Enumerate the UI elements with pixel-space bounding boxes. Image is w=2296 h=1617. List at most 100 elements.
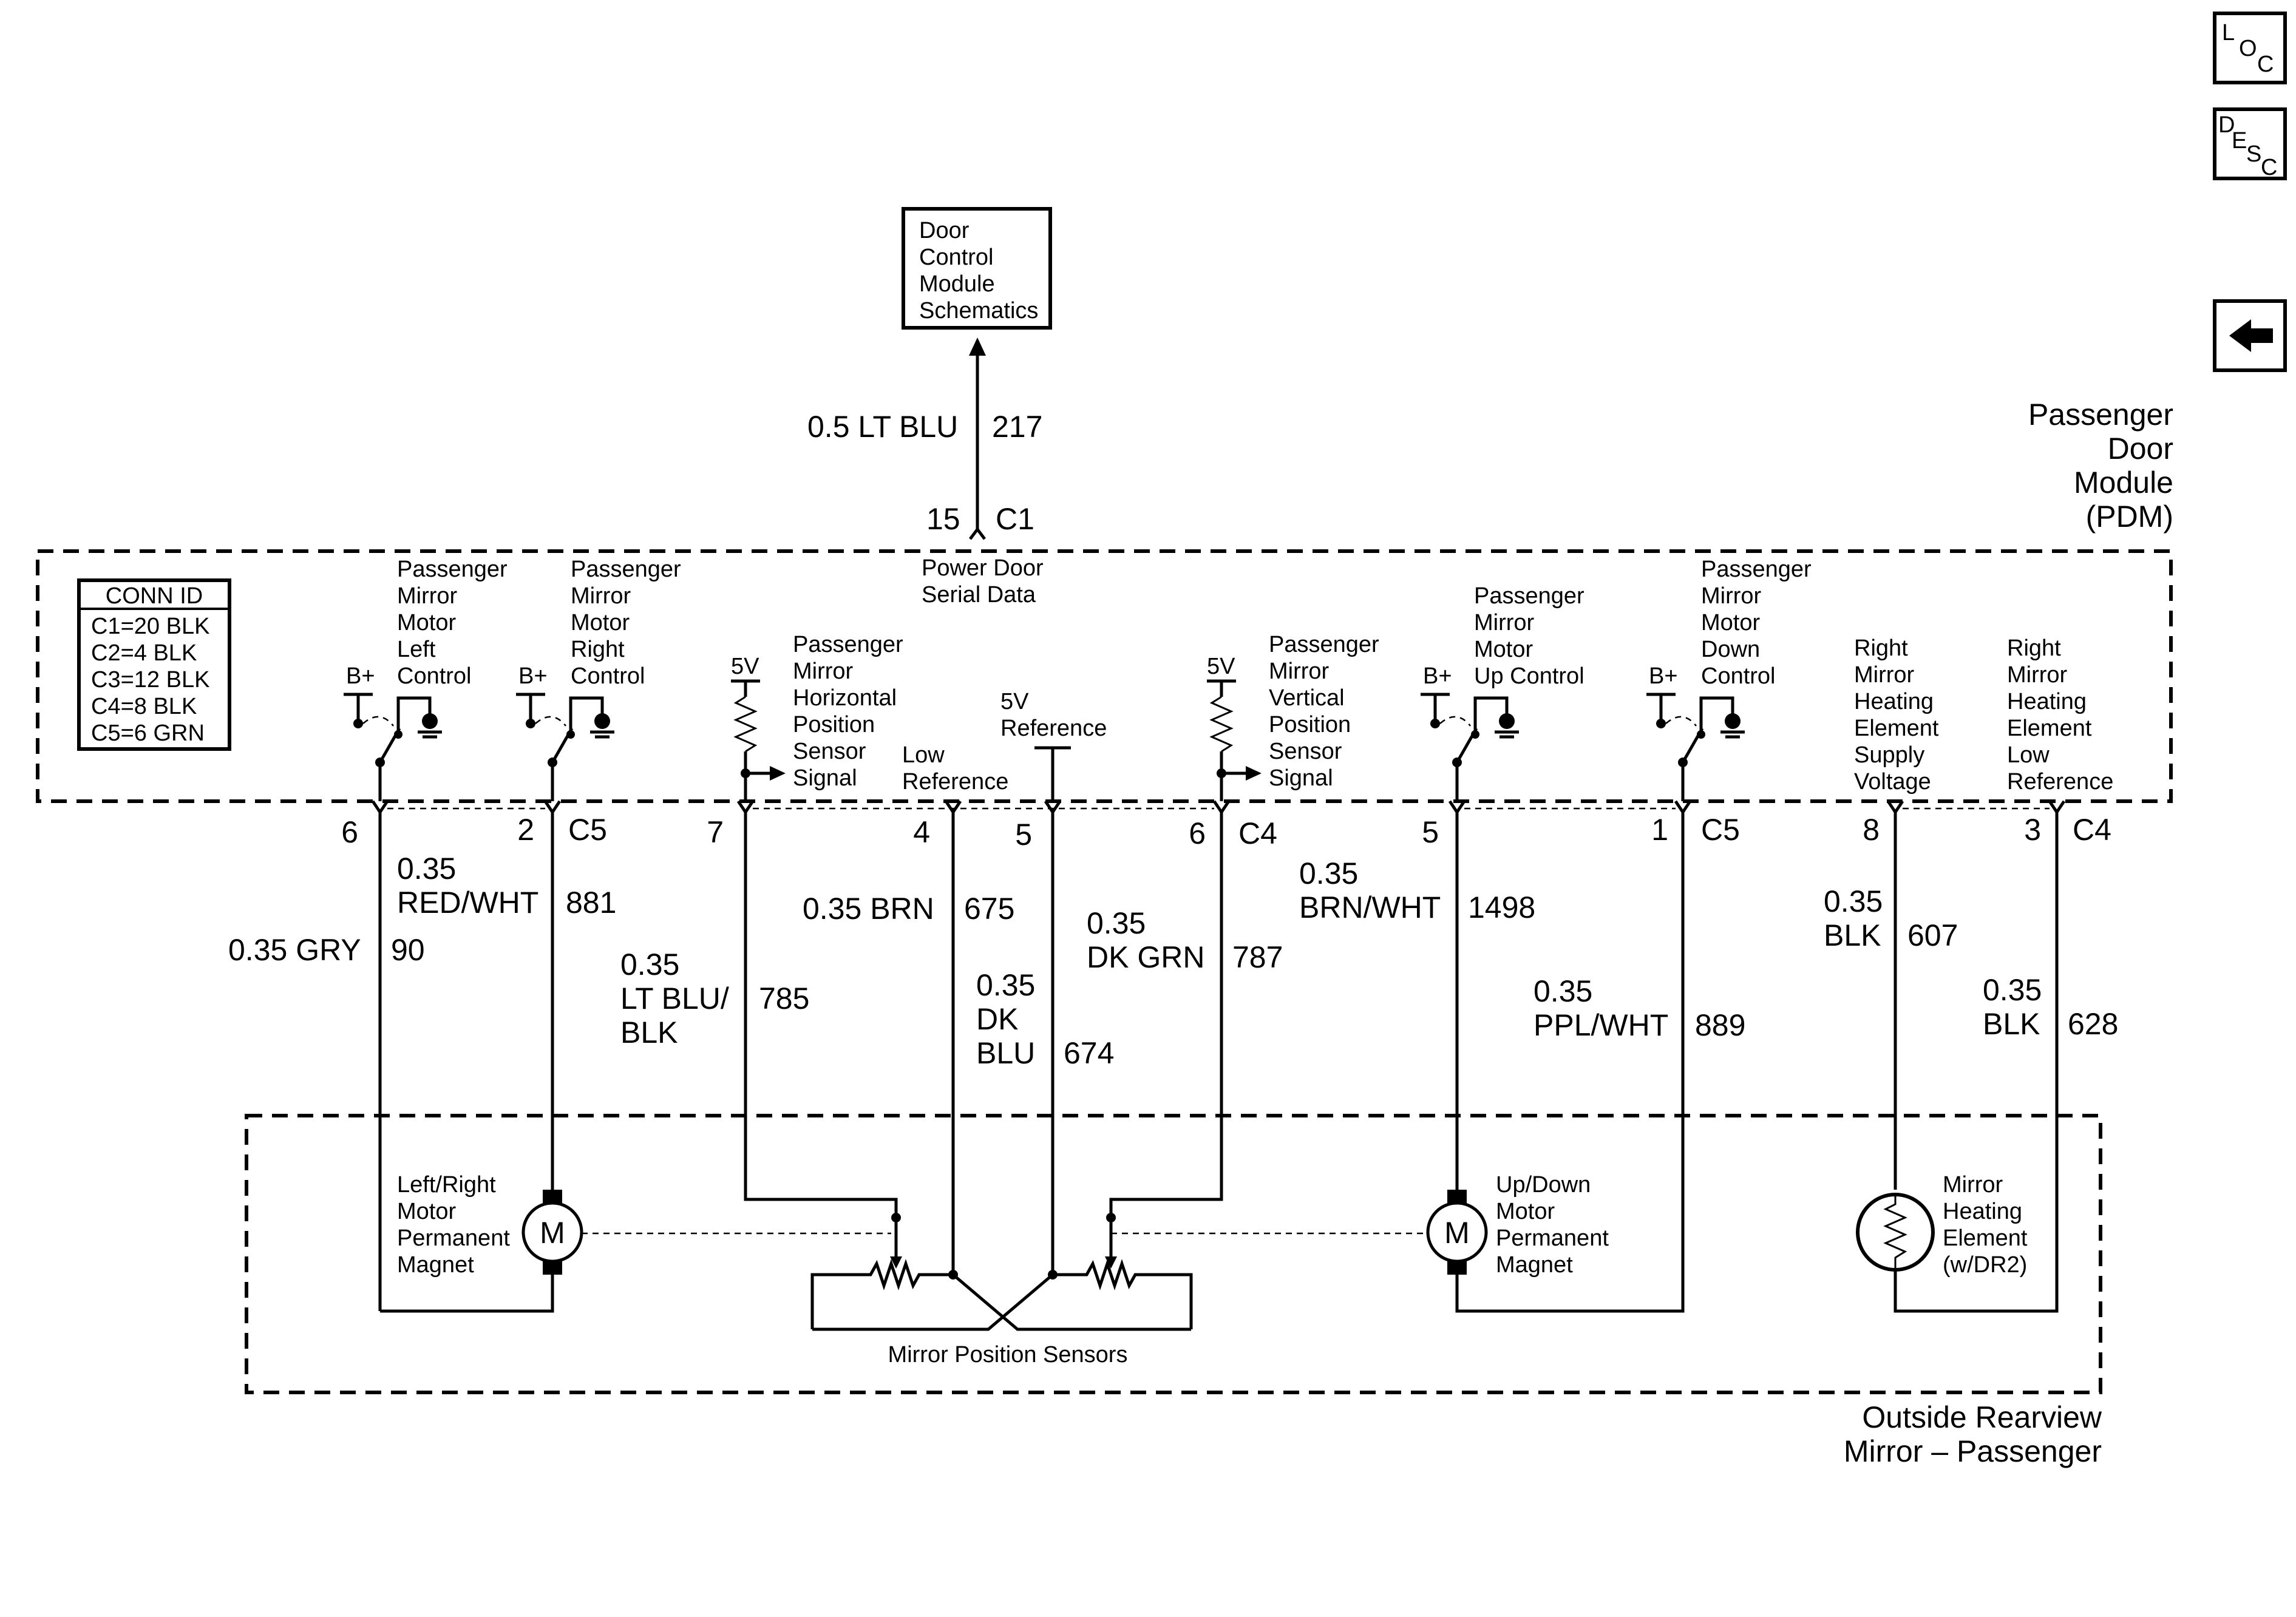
connector-c1: C1 [996,502,1034,536]
back-button[interactable] [2213,299,2287,372]
loc-button[interactable]: L O C [2213,12,2287,84]
wire-674-color-2: BLU [976,1036,1035,1070]
pin-8: 8 [1863,813,1880,847]
b-plus-label: B+ [346,663,375,689]
wire-1498-color: BRN/WHT [1299,890,1441,924]
dcm-line-1: Door [919,218,970,243]
wire-785-color-2: BLK [620,1015,678,1049]
svg-text:Mirror: Mirror [793,659,854,684]
svg-text:5V: 5V [1000,689,1029,714]
desc-letter-s: S [2246,141,2261,167]
wire-881-gauge: 0.35 [397,852,456,886]
svg-text:Heating: Heating [1854,689,1934,714]
wire-628-gauge: 0.35 [1983,973,2042,1007]
svg-text:Supply: Supply [1854,742,1924,768]
svg-text:Passenger: Passenger [1701,557,1812,582]
wire-787-gauge: 0.35 [1087,906,1146,940]
svg-text:Passenger: Passenger [571,557,681,582]
connector-c5: C5 [1701,813,1740,847]
svg-text:Control: Control [571,663,645,689]
wire-90-circuit: 90 [391,933,425,967]
svg-text:Signal: Signal [1269,765,1333,791]
pin-labels: 6 2 C5 7 4 5 6 C4 5 1 C5 8 3 C4 [341,813,2111,852]
loc-letter-l: L [2222,20,2235,46]
pdm-title: Passenger Door Module (PDM) [2028,398,2173,534]
svg-text:Right: Right [2007,636,2061,661]
svg-text:Low: Low [902,742,945,768]
svg-text:Passenger: Passenger [1269,632,1379,657]
conn-id-row: C1=20 BLK [91,614,209,639]
mirror-position-sensors: Mirror Position Sensors [810,1213,1193,1368]
lr-motor-label-2: Motor [397,1199,456,1224]
svg-text:Mirror: Mirror [397,583,458,609]
b-plus-label: B+ [518,663,548,689]
heater-label-1: Mirror [1943,1172,2003,1198]
back-arrow-icon [2229,319,2273,352]
wire-787-color: DK GRN [1087,940,1204,974]
connector-c5: C5 [568,813,607,847]
switch-down-control: B+ [1646,663,1745,801]
conn-id-row: C5=6 GRN [91,720,205,746]
pin-7: 7 [707,815,724,849]
wire-675-gauge: 0.35 BRN [803,892,934,926]
label-low-reference: Low Reference [902,742,1008,795]
wire-90-gauge: 0.35 GRY [228,933,361,967]
svg-text:Left: Left [397,637,436,662]
wire-607-circuit: 607 [1907,918,1958,952]
lr-motor-label-4: Magnet [397,1252,474,1278]
dcm-line-3: Module [919,271,995,297]
b-plus-label: B+ [1649,663,1678,689]
up-down-motor: M Up/Down Motor Permanent Magnet [1111,1172,1609,1278]
wire-881-color: RED/WHT [397,886,538,920]
wire-217-color: 0.5 LT BLU [807,410,958,444]
ud-motor-label-3: Permanent [1496,1225,1609,1251]
pin-5: 5 [1422,815,1439,849]
switch-left-control: B+ [344,663,442,801]
svg-text:Down: Down [1701,637,1760,662]
label-heat-supply: Right Mirror Heating Element Supply Volt… [1854,636,1939,795]
svg-text:Mirror: Mirror [1701,583,1762,609]
wire-217-circuit: 217 [992,410,1042,444]
heater-label-2: Heating [1943,1199,2022,1224]
lr-motor-label-1: Left/Right [397,1172,496,1198]
wire-675-circuit: 675 [964,892,1014,926]
dcm-schematics-box[interactable]: Door Control Module Schematics [902,207,1052,330]
svg-text:Passenger: Passenger [1474,583,1584,609]
svg-text:Passenger: Passenger [397,557,508,582]
wire-607-gauge: 0.35 [1824,884,1883,918]
wire-1498-circuit: 1498 [1468,890,1535,924]
desc-button[interactable]: D E S C [2213,107,2287,180]
svg-text:Mirror: Mirror [2007,662,2068,688]
horizontal-sensor-input: 5V [731,654,786,801]
desc-letter-c: C [2261,155,2277,180]
svg-text:Low: Low [2007,742,2050,768]
label-heat-low-reference: Right Mirror Heating Element Low Referen… [2007,636,2113,795]
pin-6: 6 [1189,816,1206,850]
mirror-title-1: Outside Rearview [1862,1400,2102,1434]
wire-881-circuit: 881 [566,886,616,920]
arrow-right-icon [1246,766,1262,781]
svg-text:Sensor: Sensor [1269,739,1342,764]
conn-id-row: C4=8 BLK [91,694,197,719]
arrow-up-icon [969,337,986,356]
svg-text:Control: Control [397,663,472,689]
serial-data-wire: 0.5 LT BLU 217 15 C1 Power Door Serial D… [807,337,1044,608]
pdm-boundary [36,549,2173,803]
ud-motor-label-1: Up/Down [1496,1172,1591,1198]
label-down-control: Passenger Mirror Motor Down Control [1701,557,1812,689]
motor-icon: M [540,1216,565,1250]
five-v-label: 5V [731,654,759,679]
label-vertical-sensor: Passenger Mirror Vertical Position Senso… [1269,632,1379,791]
arrow-right-icon [770,766,786,781]
desc-letter-e: E [2232,128,2247,154]
wire-889-color: PPL/WHT [1533,1008,1668,1042]
svg-text:Voltage: Voltage [1854,769,1931,795]
svg-text:Sensor: Sensor [793,739,866,764]
motor-icon: M [1444,1216,1470,1250]
wire-785-color: LT BLU/ [620,981,729,1015]
wire-674-circuit: 674 [1064,1036,1114,1070]
conn-id-table: CONN ID C1=20 BLK C2=4 BLK C3=12 BLK C4=… [77,578,231,751]
loc-letter-c: C [2257,52,2274,77]
svg-text:Right: Right [571,637,625,662]
